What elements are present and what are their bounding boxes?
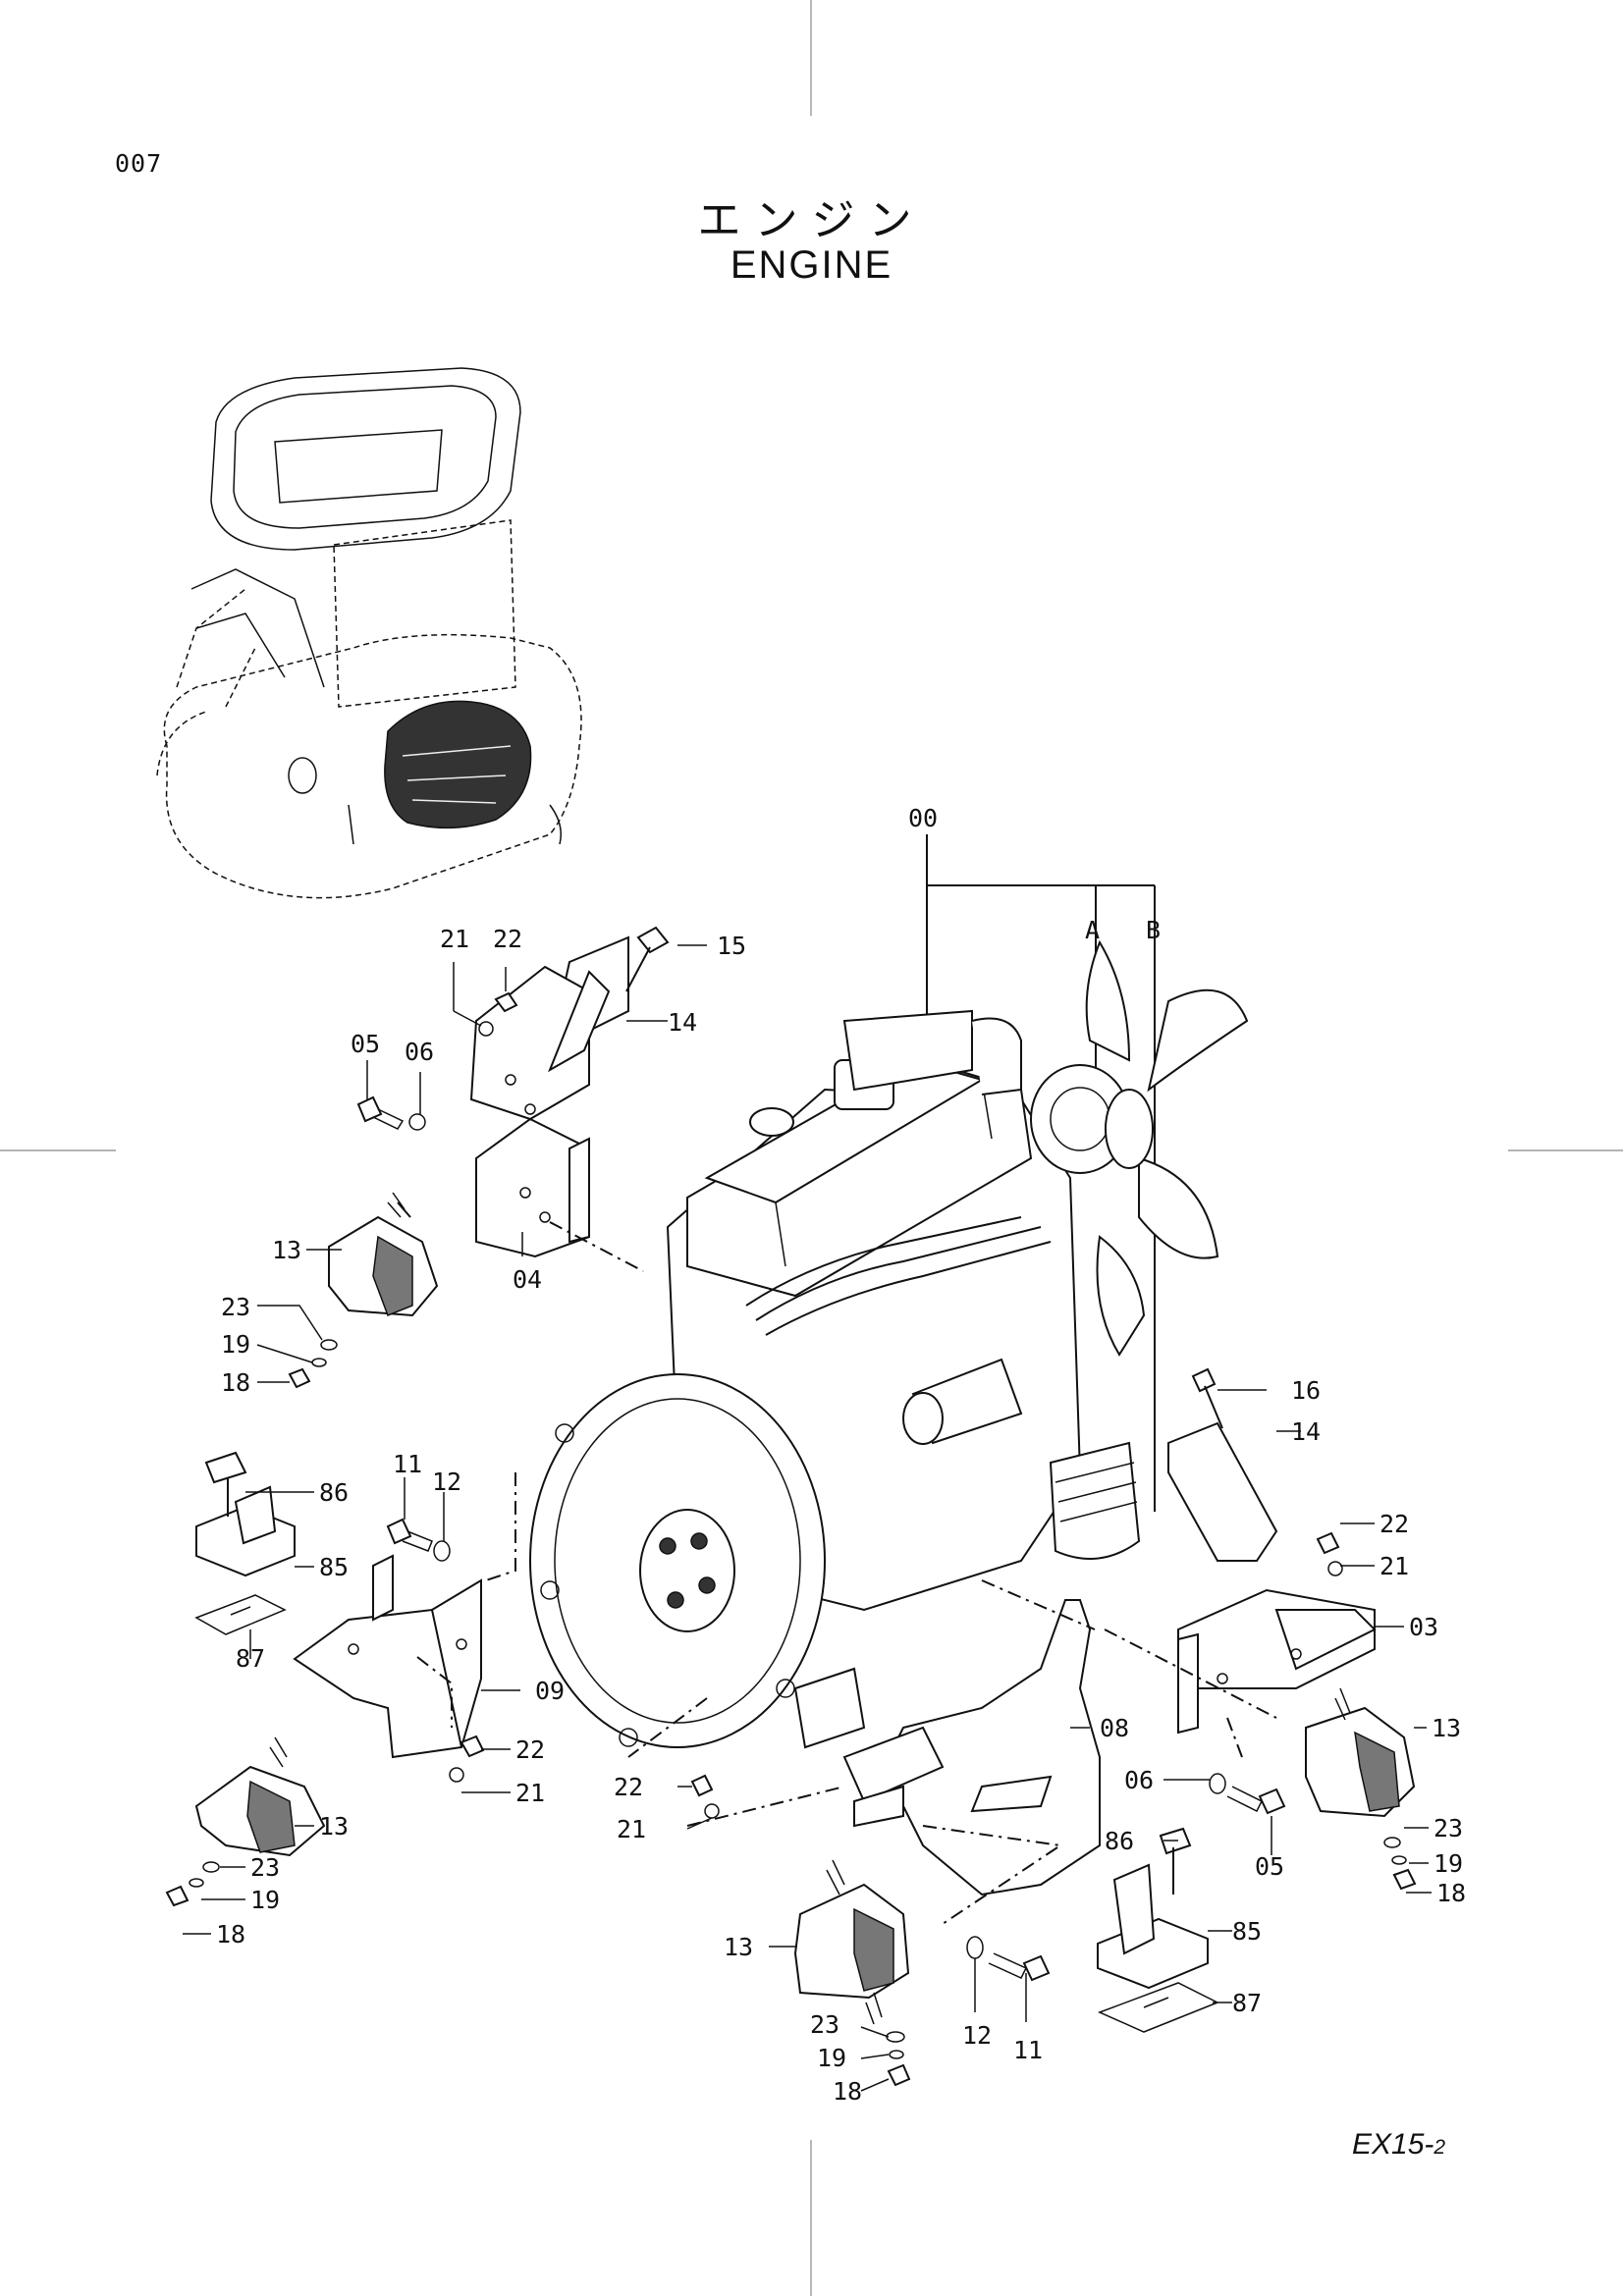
callout-21: 21 bbox=[515, 1779, 545, 1807]
callout-15: 15 bbox=[717, 932, 746, 960]
callout-22: 22 bbox=[515, 1735, 545, 1764]
callout-18: 18 bbox=[833, 2077, 862, 2106]
page-number: 007 bbox=[115, 149, 163, 178]
callout-11: 11 bbox=[1013, 2036, 1043, 2064]
rubber-mount-left-rear bbox=[288, 1192, 439, 1389]
callout-23: 23 bbox=[810, 2010, 839, 2039]
callout-11: 11 bbox=[393, 1450, 422, 1478]
callout-19: 19 bbox=[250, 1886, 280, 1914]
callout-87: 87 bbox=[236, 1644, 265, 1673]
callout-86: 86 bbox=[319, 1478, 349, 1507]
callout-22: 22 bbox=[1380, 1510, 1409, 1538]
callout-06: 06 bbox=[405, 1038, 434, 1066]
callout-23: 23 bbox=[221, 1293, 250, 1321]
left-front-mount-bracket bbox=[194, 1451, 485, 1783]
callout-23: 23 bbox=[250, 1853, 280, 1882]
callout-21: 21 bbox=[617, 1815, 646, 1843]
callout-22: 22 bbox=[493, 925, 522, 953]
callout-04: 04 bbox=[513, 1265, 542, 1294]
model-code: EX15-2 bbox=[1352, 2128, 1445, 2162]
callout-16: 16 bbox=[1291, 1376, 1321, 1405]
callout-18: 18 bbox=[1436, 1879, 1466, 1907]
callout-12: 12 bbox=[432, 1468, 461, 1496]
right-front-mount-bracket bbox=[1167, 1367, 1377, 1735]
callout-87: 87 bbox=[1232, 1989, 1262, 2017]
callout-05: 05 bbox=[1255, 1852, 1284, 1881]
callout-14: 14 bbox=[668, 1008, 697, 1037]
callout-leaders bbox=[183, 944, 1432, 2092]
rubber-mount-right bbox=[1209, 1687, 1417, 1891]
callout-14: 14 bbox=[1291, 1417, 1321, 1446]
callout-09: 09 bbox=[535, 1677, 565, 1705]
title-english: ENGINE bbox=[730, 243, 893, 287]
rubber-mount-bottom-center bbox=[793, 1859, 1051, 2087]
model-code-base: EX15- bbox=[1352, 2128, 1434, 2161]
callout-19: 19 bbox=[817, 2044, 846, 2072]
callout-06: 06 bbox=[1124, 1766, 1154, 1794]
callout-18: 18 bbox=[216, 1920, 245, 1949]
callout-86: 86 bbox=[1105, 1827, 1134, 1855]
callout-00: 00 bbox=[908, 804, 938, 832]
callout-19: 19 bbox=[221, 1330, 250, 1359]
callout-08: 08 bbox=[1100, 1714, 1129, 1742]
front-plate-and-center-mount bbox=[690, 1599, 1219, 2033]
callout-13: 13 bbox=[319, 1812, 349, 1841]
callout-85: 85 bbox=[1232, 1917, 1262, 1946]
callout-a: A bbox=[1085, 916, 1100, 944]
assembly-paths bbox=[416, 1221, 1277, 1925]
callout-13: 13 bbox=[724, 1933, 753, 1961]
machine-overview-illustration bbox=[156, 367, 582, 899]
callout-12: 12 bbox=[962, 2021, 992, 2050]
callout-19: 19 bbox=[1434, 1849, 1463, 1878]
title-japanese: エンジン bbox=[697, 195, 926, 245]
callout-21: 21 bbox=[1380, 1552, 1409, 1580]
callout-13: 13 bbox=[272, 1236, 301, 1264]
callout-03: 03 bbox=[1409, 1613, 1438, 1641]
callout-b: B bbox=[1146, 916, 1161, 944]
callout-85: 85 bbox=[319, 1553, 349, 1581]
rubber-mount-left-front bbox=[165, 1736, 326, 1907]
callout-13: 13 bbox=[1432, 1714, 1461, 1742]
callout-18: 18 bbox=[221, 1368, 250, 1397]
callout-labels: 00 A B 15 14 21 22 05 06 04 13 23 19 18 … bbox=[216, 804, 1466, 2106]
callout-21: 21 bbox=[440, 925, 469, 953]
callout-05: 05 bbox=[351, 1030, 380, 1058]
engine-assembly bbox=[529, 939, 1249, 1749]
callout-22: 22 bbox=[614, 1773, 643, 1801]
model-code-variant: 2 bbox=[1434, 2136, 1446, 2159]
left-rear-mount-bracket bbox=[356, 926, 670, 1258]
callout-23: 23 bbox=[1434, 1814, 1463, 1842]
